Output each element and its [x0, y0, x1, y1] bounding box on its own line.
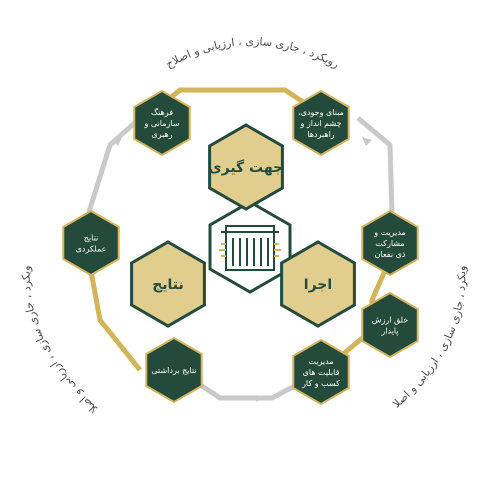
- hexagon-shape: [292, 338, 350, 406]
- hexagon-label: نتایج برداشتی: [151, 366, 196, 375]
- hexagon-shape: [280, 240, 356, 328]
- hexagon-shape: [361, 291, 419, 359]
- hexagon-label: اجرا: [304, 277, 332, 293]
- hexagon-label: عملکردی: [76, 244, 107, 253]
- hexagon-qabeliat: مدیریت قابلیت های کسب و کار: [292, 338, 350, 406]
- hexagon-mabani: مبنای وجودی، چشم انداز و راهبردها: [292, 89, 350, 157]
- hexagon-label: نتایج: [84, 233, 98, 242]
- hexagon-label: چشم انداز و: [299, 119, 341, 128]
- hexagon-label: مبنای وجودی،: [298, 108, 344, 117]
- center-hexagon: [208, 200, 292, 294]
- hexagon-khalgh: خلق ارزش پایدار: [361, 291, 419, 359]
- hexagon-label: جهت گیری: [209, 159, 283, 176]
- arc-label-left: رویکرد ، جاری سازی ، ارزیابی و اصلاح: [0, 0, 100, 416]
- hexagon-nataiej: نتایج: [130, 240, 206, 328]
- hexagon-label: فرهنگ: [151, 107, 173, 117]
- hexagon-label: خلق ارزش: [372, 315, 409, 324]
- hexagon-bardashti: نتایج برداشتی: [145, 336, 203, 404]
- arrow-right-icon: [362, 137, 372, 146]
- hexagon-label: رهبری: [151, 130, 172, 139]
- hexagon-ejra: اجرا: [280, 240, 356, 328]
- hexagon-shape: [130, 240, 206, 328]
- arrow-bottom-icon: [256, 395, 264, 402]
- hexagon-shape: [133, 89, 191, 157]
- arrow-heads: [112, 137, 372, 402]
- hexagon-shape: [62, 209, 120, 277]
- hexagon-label: مدیریت و: [373, 228, 406, 237]
- hexagon-jahat: جهت گیری: [208, 123, 284, 211]
- arrow-left-icon: [112, 137, 122, 146]
- hexagon-shape: [361, 209, 419, 277]
- hexagon-label: ذی نفعان: [375, 250, 406, 259]
- hexagon-label: راهبردها: [307, 130, 334, 139]
- hexagon-farhang: فرهنگ سازمانی و رهبری: [133, 89, 191, 157]
- hexagon-shape: [292, 89, 350, 157]
- hexagon-amalkardi: نتایج عملکردی: [62, 209, 120, 277]
- hexagon-mosharekat: مدیریت و مشارکت ذی نفعان: [361, 209, 419, 277]
- hexagon-label: کسب و کار: [301, 379, 340, 388]
- building-logo-icon: [219, 225, 281, 271]
- hexagon-label: سازمانی و: [143, 119, 179, 128]
- hexagon-label: قابلیت های: [303, 368, 340, 377]
- arc-label-top: رویکرد ، جاری سازی ، ارزیابی و اصلاح: [163, 35, 341, 71]
- hexagon-label: مدیریت: [308, 357, 333, 366]
- hexagon-label: نتایج: [152, 277, 184, 293]
- hexagon-label: مشارکت: [375, 239, 404, 248]
- hexagon-shape: [208, 123, 284, 211]
- hexagon-shape: [145, 336, 203, 404]
- hexagon-label: پایدار: [380, 326, 398, 335]
